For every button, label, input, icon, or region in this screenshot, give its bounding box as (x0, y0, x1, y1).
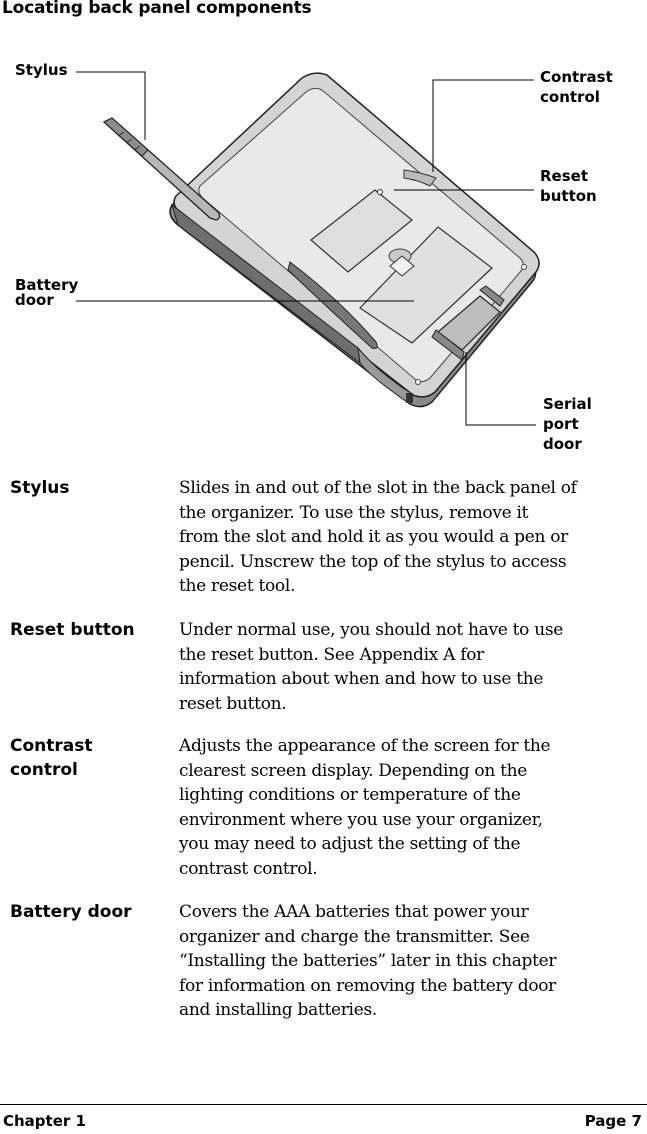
term-battery-door: Battery door (10, 902, 132, 922)
stylus (102, 117, 221, 221)
organizer-body (169, 72, 540, 408)
footer-divider (0, 1104, 647, 1105)
description-contrast-control: Adjusts the appearance of the screen for… (179, 736, 551, 879)
term-reset-button: Reset button (10, 620, 135, 640)
callout-stylus: Stylus (15, 61, 68, 79)
term-contrast-control: Contrast control (10, 736, 93, 780)
callout-reset-button: Reset button (540, 167, 597, 205)
callout-battery-door: Battery door (15, 276, 79, 309)
description-stylus: Slides in and out of the slot in the bac… (179, 478, 577, 596)
footer-chapter: Chapter 1 (3, 1112, 86, 1130)
organizer-back-illustration (76, 71, 540, 426)
callout-lines (76, 71, 536, 426)
description-reset-button: Under normal use, you should not have to… (179, 620, 564, 714)
footer-page-number: Page 7 (584, 1112, 642, 1130)
callout-serial-port-door: Serial port door (543, 395, 592, 453)
description-battery-door: Covers the AAA batteries that power your… (179, 902, 557, 1020)
callout-contrast-control: Contrast control (540, 68, 613, 106)
back-panel-figure: Stylus Contrast control Reset button Bat… (0, 40, 647, 460)
section-title: Locating back panel components (2, 0, 312, 18)
term-stylus: Stylus (10, 478, 70, 498)
